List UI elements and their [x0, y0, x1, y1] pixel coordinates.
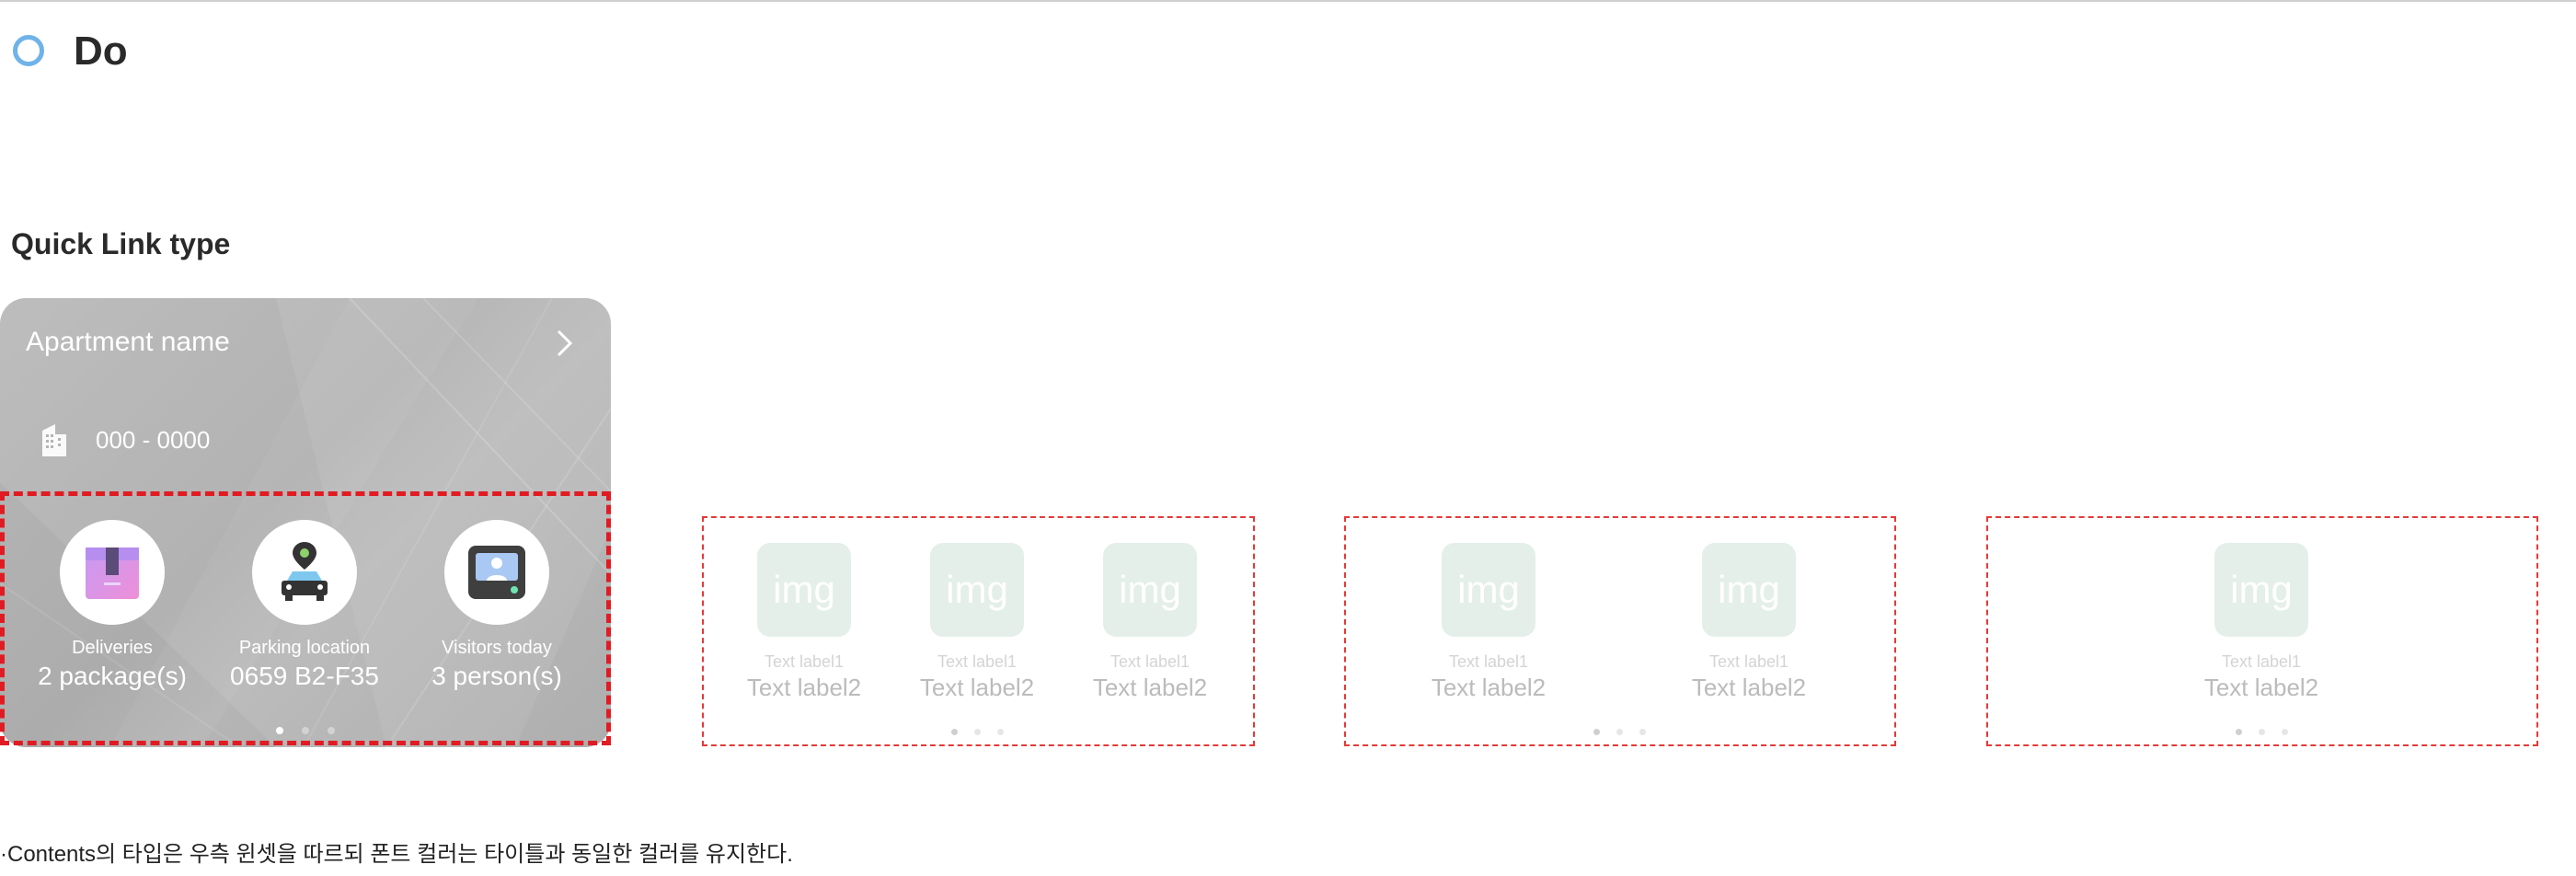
quick-link-parking[interactable]: Parking location 0659 B2-F35 [203, 520, 406, 693]
image-placeholder: img [1103, 543, 1197, 637]
page-indicator [1593, 729, 1649, 738]
page-indicator [2236, 729, 2291, 738]
text-label-1: Text label1 [1448, 652, 1529, 671]
text-label-1: Text label1 [764, 652, 845, 671]
text-label-2: Text label2 [919, 674, 1035, 701]
page-dot[interactable] [328, 727, 335, 734]
variant-two-items [1344, 516, 1896, 746]
do-indicator-icon [13, 35, 44, 66]
page-dot[interactable] [2259, 729, 2265, 735]
quick-link-highlight-box [0, 491, 611, 745]
variant-one-item [1986, 516, 2538, 746]
apartment-number: 000 - 0000 [96, 426, 211, 454]
quick-link-label: Deliveries [72, 638, 153, 658]
text-label-1: Text label1 [2221, 652, 2302, 671]
placeholder-item[interactable]: img Text label1 Text label2 [1058, 543, 1242, 703]
placeholder-item[interactable]: img Text label1 Text label2 [885, 543, 1069, 703]
quick-link-value: 2 package(s) [38, 662, 187, 690]
image-placeholder: img [1442, 543, 1535, 637]
image-placeholder: img [1702, 543, 1796, 637]
page-dot[interactable] [997, 729, 1004, 735]
text-label-2: Text label2 [1691, 674, 1807, 701]
page-dot-active[interactable] [951, 729, 958, 735]
page-indicator [276, 727, 337, 736]
placeholder-item[interactable]: img Text label1 Text label2 [712, 543, 896, 703]
quick-link-icon-circle [252, 520, 357, 625]
quick-link-value: 3 person(s) [431, 662, 562, 690]
building-icon [42, 424, 66, 456]
page-dot[interactable] [1616, 729, 1623, 735]
guideline-note: ·Contents의 타입은 우측 윈셋을 따르되 폰트 컬러는 타이틀과 동일… [0, 842, 793, 867]
text-label-1: Text label1 [1708, 652, 1789, 671]
chevron-right-icon[interactable] [548, 328, 580, 359]
page-dot[interactable] [2282, 729, 2288, 735]
page-indicator [951, 729, 1006, 738]
page-title: Do [74, 29, 128, 74]
variant-three-items [702, 516, 1255, 746]
image-placeholder: img [930, 543, 1024, 637]
quick-link-value: 0659 B2-F35 [230, 662, 379, 690]
image-placeholder: img [2214, 543, 2308, 637]
page-dot[interactable] [1639, 729, 1646, 735]
placeholder-item[interactable]: img Text label1 Text label2 [2169, 543, 2353, 703]
text-label-1: Text label1 [1110, 652, 1190, 671]
text-label-2: Text label2 [1431, 674, 1547, 701]
quick-link-deliveries[interactable]: Deliveries 2 package(s) [11, 520, 213, 693]
page-dot[interactable] [302, 727, 309, 734]
section-title: Quick Link type [11, 227, 231, 260]
placeholder-item[interactable]: img Text label1 Text label2 [1657, 543, 1841, 703]
quick-link-icon-circle [444, 520, 549, 625]
page-dot-active[interactable] [1593, 729, 1600, 735]
page-dot-active[interactable] [276, 727, 283, 734]
image-placeholder: img [757, 543, 851, 637]
apartment-name: Apartment name [26, 327, 230, 357]
quick-link-icon-circle [60, 520, 165, 625]
quick-link-visitors[interactable]: Visitors today 3 person(s) [396, 520, 598, 693]
package-box-icon [86, 548, 139, 599]
quick-link-label: Parking location [238, 638, 371, 658]
page-dot-active[interactable] [2236, 729, 2242, 735]
parking-car-icon [282, 542, 328, 601]
top-divider [0, 0, 2576, 2]
placeholder-item[interactable]: img Text label1 Text label2 [1397, 543, 1581, 703]
quick-link-label: Visitors today [442, 638, 552, 658]
visitor-intercom-icon [468, 546, 525, 599]
page-dot[interactable] [974, 729, 981, 735]
text-label-1: Text label1 [937, 652, 1018, 671]
text-label-2: Text label2 [2203, 674, 2319, 701]
text-label-2: Text label2 [746, 674, 862, 701]
text-label-2: Text label2 [1092, 674, 1208, 701]
